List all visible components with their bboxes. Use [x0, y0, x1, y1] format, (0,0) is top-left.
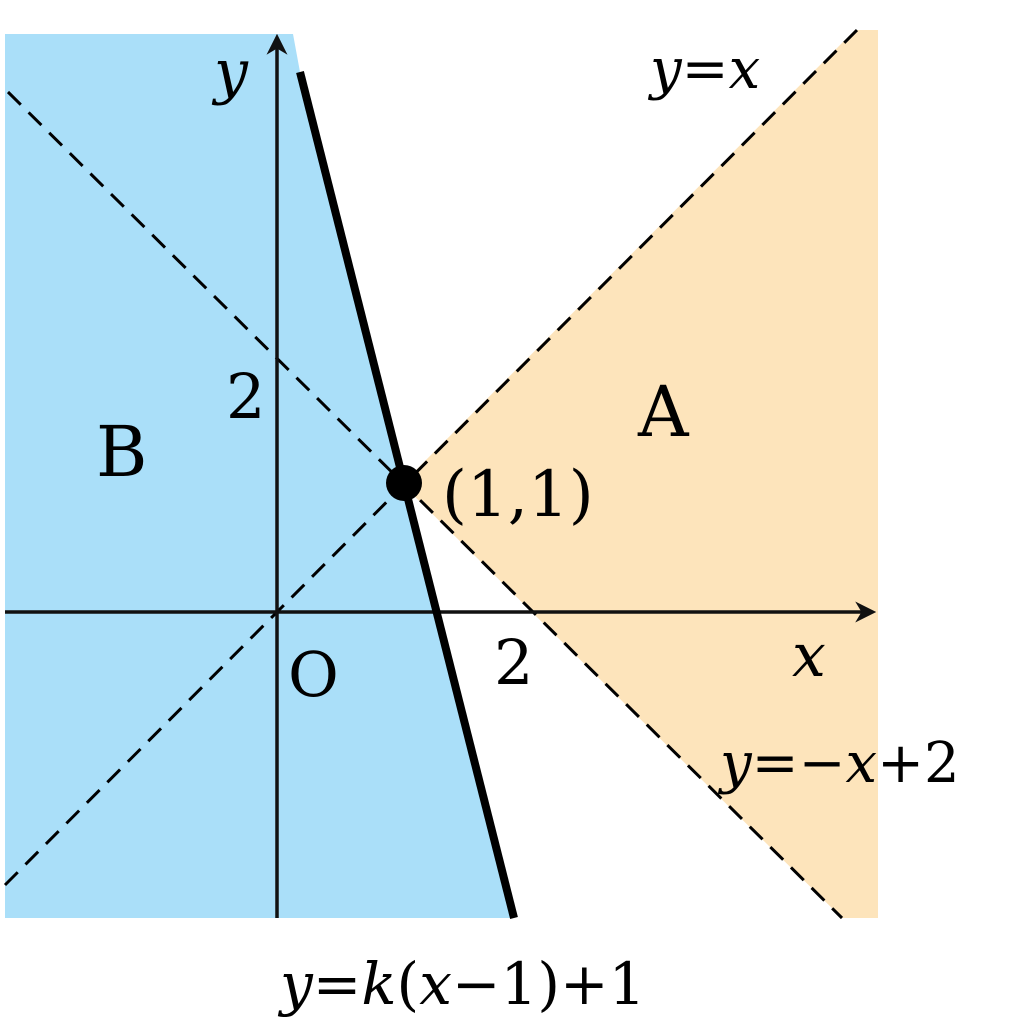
equation-k-open: ( — [397, 950, 420, 1018]
y-axis-label: y — [211, 37, 249, 107]
origin-label: O — [288, 638, 339, 711]
region-b-fill — [5, 34, 514, 918]
region-a-fill — [402, 30, 878, 918]
tick-label-y-2: 2 — [226, 360, 265, 433]
point-label: (1,1) — [442, 458, 594, 532]
equation-k-x: x — [419, 950, 452, 1018]
x-axis-label: x — [792, 621, 826, 691]
equation-negx-var: y — [717, 731, 753, 796]
equation-y-eq-x-var: y — [647, 37, 683, 102]
region-b-label: B — [96, 411, 147, 493]
equation-negx-eq: = — [752, 731, 799, 796]
region-a-label: A — [637, 371, 690, 453]
line-y-eq-negx-plus-2 — [6, 90, 844, 920]
equation-y-eq-negx-plus-2: y=−x+2 — [717, 731, 960, 796]
equation-k-k: k — [361, 950, 396, 1018]
equation-k-rest: −1)+1 — [452, 950, 646, 1018]
equation-y-eq-x-rhs: x — [729, 37, 761, 102]
equation-k-var: y — [277, 950, 314, 1018]
equation-y-eq-x-eq: = — [682, 37, 729, 102]
equation-negx-x: x — [845, 731, 877, 796]
equation-y-eq-k: y=k(x−1)+1 — [277, 950, 646, 1018]
equation-y-eq-x: y=x — [647, 37, 760, 102]
point-1-1 — [386, 465, 422, 501]
equation-negx-rest: +2 — [877, 731, 960, 796]
equation-negx-minus: − — [799, 731, 846, 796]
tick-label-x-2: 2 — [494, 626, 533, 699]
equation-k-eq: = — [313, 950, 362, 1018]
